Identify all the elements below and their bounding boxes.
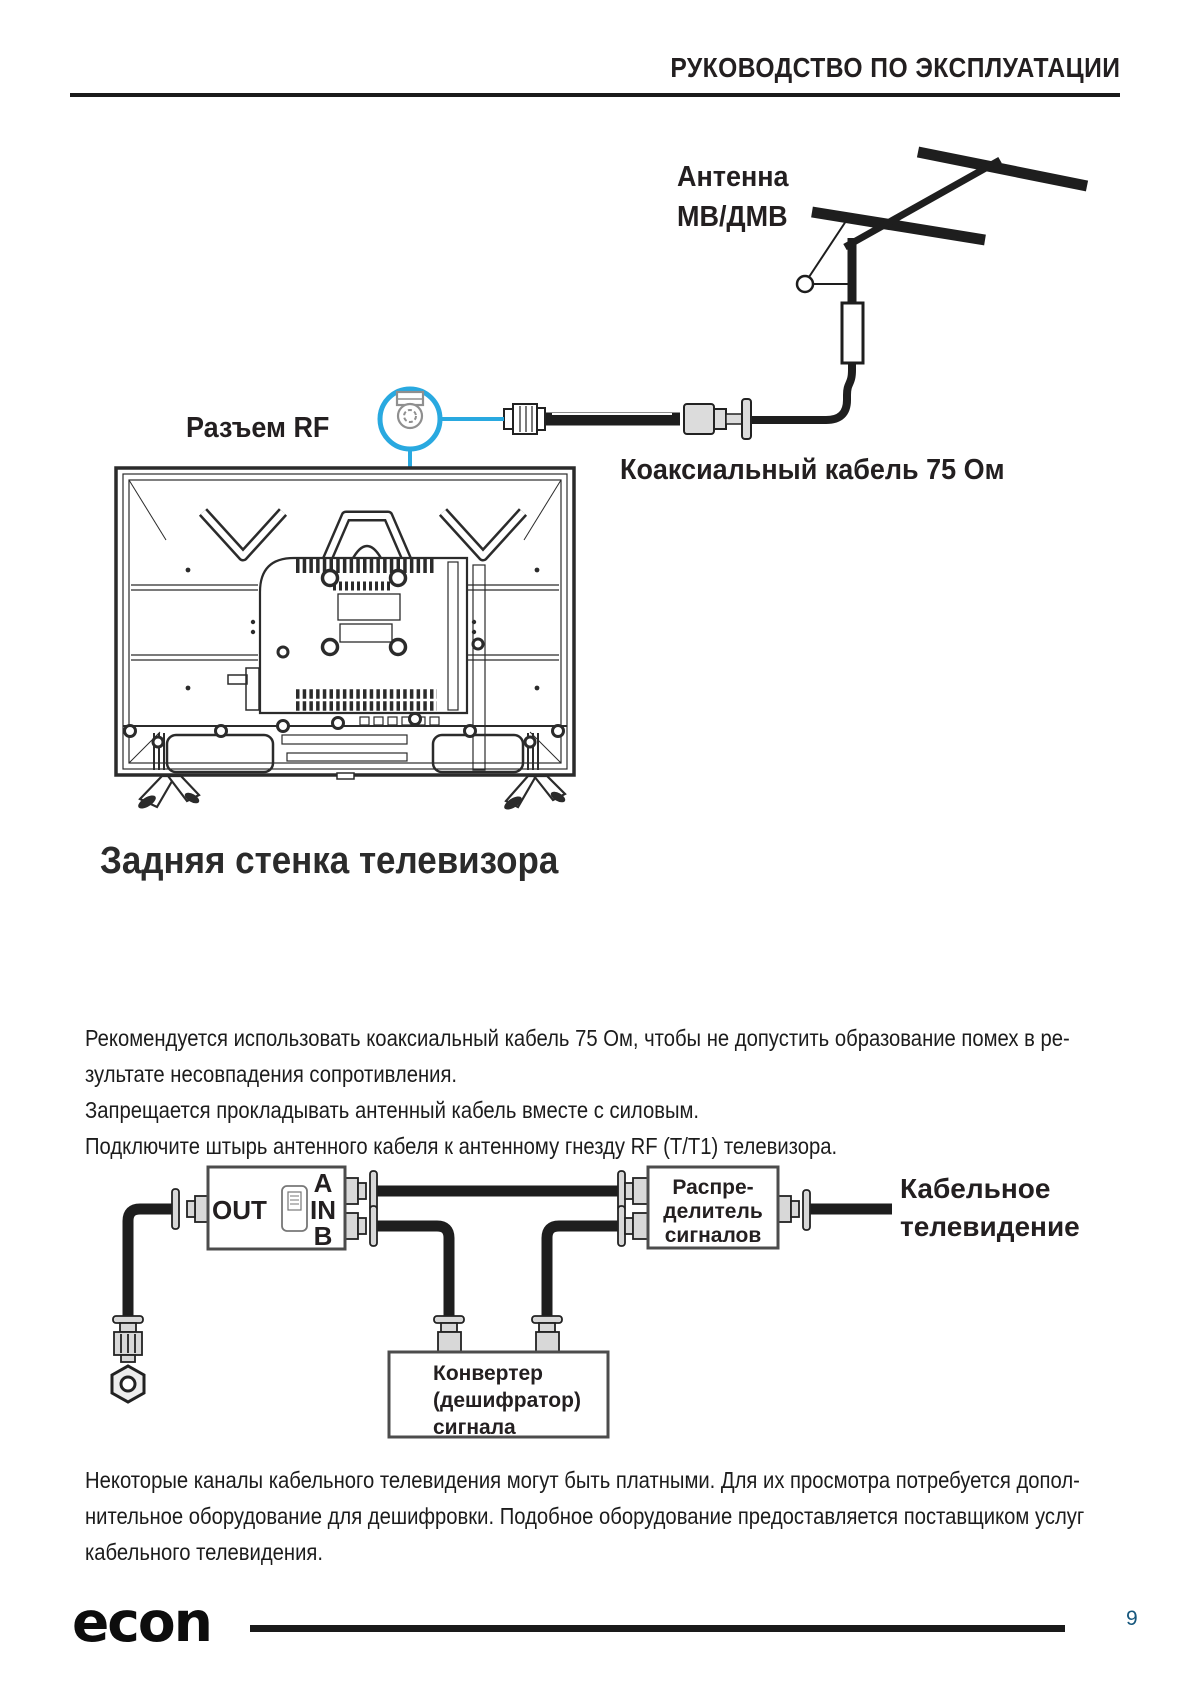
page-number: 9 — [1126, 1607, 1138, 1630]
bottom-screws — [123, 712, 565, 749]
converter-label: Конвертер (дешифратор) сигнала — [433, 1360, 581, 1441]
splitter-label: Распре- делитель сигналов — [650, 1176, 776, 1248]
header-rule — [70, 93, 1120, 97]
splitter-label-line: Распре- — [672, 1176, 754, 1199]
brand-logo: econ — [72, 1590, 213, 1654]
hex-nut-icon — [110, 1364, 146, 1404]
switch-in-label: IN — [310, 1195, 336, 1225]
splitter-box — [646, 1165, 780, 1250]
note-line: кабельного телевидения. — [85, 1539, 323, 1565]
cable-tv-diagram — [110, 1165, 892, 1439]
tv-back-caption: Задняя стенка телевизора — [100, 840, 559, 882]
splitter-label-line: сигналов — [664, 1224, 762, 1247]
switch-out-label: OUT — [212, 1195, 267, 1225]
instruction-line: Запрещается прокладывать антенный кабель… — [85, 1097, 700, 1123]
mount-cutouts — [198, 508, 528, 563]
ab-switch-toggle-icon — [281, 1185, 308, 1232]
diagram-cables — [122, 1185, 892, 1316]
instructions-paragraph: Рекомендуется использовать коаксиальный … — [85, 1020, 1190, 1164]
splitter-label-line: делитель — [663, 1200, 763, 1223]
cable-connectors — [112, 1170, 811, 1363]
cable-tv-label: Кабельное телевидение — [900, 1170, 1080, 1246]
footer-rule — [250, 1625, 1065, 1632]
converter-box — [387, 1350, 610, 1439]
rf-jack-label: Разъем RF — [186, 412, 330, 444]
tv-stand-feet — [138, 774, 567, 810]
instruction-line: Подключите штырь антенного кабеля к анте… — [85, 1133, 838, 1159]
screws — [276, 568, 485, 659]
converter-label-line: сигнала — [433, 1416, 516, 1439]
cable-tv-label-line2: телевидение — [900, 1211, 1080, 1242]
coax-cable-label: Коаксиальный кабель 75 Ом — [620, 454, 1005, 486]
rf-socket-icon — [395, 390, 425, 430]
panel-dots — [185, 567, 540, 691]
converter-label-line: Конвертер — [433, 1362, 543, 1385]
coax-cable-drawing — [545, 363, 856, 426]
antenna-label: Антенна МВ/ДМВ — [677, 157, 797, 237]
antenna-icon — [795, 146, 1089, 365]
instruction-line: зультате несовпадения сопротивления. — [85, 1061, 458, 1087]
page-title: РУКОВОДСТВО ПО ЭКСПЛУАТАЦИИ — [669, 52, 1120, 83]
note-line: нительное оборудование для дешифровки. П… — [85, 1503, 1085, 1529]
switch-b-label: B — [313, 1221, 333, 1251]
note-line: Некоторые каналы кабельного телевидения … — [85, 1467, 1080, 1493]
tv-back-drawing — [114, 466, 576, 810]
f-connector-icon — [503, 403, 546, 435]
note-paragraph: Некоторые каналы кабельного телевидения … — [85, 1462, 1190, 1570]
antenna-label-line2: МВ/ДМВ — [677, 201, 788, 233]
cable-tv-label-line1: Кабельное — [900, 1173, 1051, 1204]
cable-coupler-icon — [683, 398, 752, 440]
converter-label-line: (дешифратор) — [433, 1389, 581, 1412]
antenna-label-line1: Антенна — [677, 161, 789, 193]
ab-switch-box — [206, 1165, 347, 1251]
switch-a-label: A — [313, 1168, 333, 1198]
instruction-line: Рекомендуется использовать коаксиальный … — [85, 1025, 1070, 1051]
